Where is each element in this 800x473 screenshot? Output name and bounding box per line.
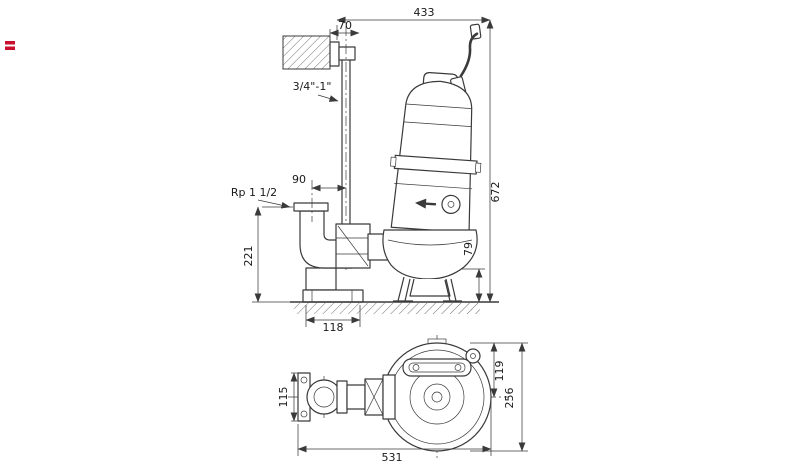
guide-rail-thread-label: 3/4"-1" (293, 80, 332, 93)
dim-433-label: 433 (414, 6, 435, 19)
dim-672: 672 (486, 19, 502, 303)
dim-531: 531 (297, 399, 492, 464)
nameplate-circle (441, 194, 461, 214)
dim-79-label: 79 (462, 242, 475, 256)
pipe-top (346, 384, 366, 410)
floor-hatch (294, 303, 480, 314)
dim-118: 118 (305, 305, 361, 334)
discharge-flange (293, 202, 329, 212)
guide-claw (335, 223, 391, 269)
dim-70-label: 70 (338, 19, 352, 32)
dim-90: 90 (292, 173, 347, 222)
clamp-top (364, 378, 384, 416)
dim-221: 221 (242, 206, 294, 303)
union-nut (336, 380, 348, 414)
cable-gland-top (465, 348, 481, 364)
label-guide-rail-thread: 3/4"-1" (293, 80, 339, 102)
lifting-handle-top (402, 358, 472, 377)
dim-221-label: 221 (242, 246, 255, 267)
dim-256-label: 256 (503, 388, 516, 409)
dim-115: 115 (277, 372, 298, 422)
floor (290, 301, 499, 314)
pedestal (305, 267, 337, 291)
top-view: 115 119 256 531 (277, 335, 528, 464)
dim-115-label: 115 (277, 387, 290, 408)
dim-119-label: 119 (493, 361, 506, 382)
pump-flange-top (382, 374, 396, 420)
dim-531-label: 531 (382, 451, 403, 464)
dim-672-label: 672 (489, 182, 502, 203)
dim-433: 433 (336, 6, 491, 40)
elbow-circle (306, 379, 342, 415)
wall-section-hatch (282, 35, 331, 70)
motor-assembly (390, 23, 482, 234)
discharge-top (297, 372, 396, 422)
red-logo-fragment (5, 41, 15, 50)
dim-79: 79 (462, 242, 485, 303)
label-discharge-thread: Rp 1 1/2 (231, 186, 291, 209)
dim-90-label: 90 (292, 173, 306, 186)
suction-inlet (409, 278, 451, 297)
rail-bracket (329, 41, 356, 67)
dim-70: 70 (329, 19, 360, 37)
dim-119: 119 (470, 342, 528, 398)
pump-top (382, 338, 492, 452)
discharge-thread-label: Rp 1 1/2 (231, 186, 277, 199)
pump-side (382, 23, 482, 302)
side-view: 433 70 3/4"-1" 90 Rp 1 1/2 (231, 6, 502, 334)
power-cable (459, 32, 479, 78)
flow-arrow (414, 198, 437, 209)
pump-legs (393, 276, 462, 302)
dim-118-label: 118 (323, 321, 344, 334)
